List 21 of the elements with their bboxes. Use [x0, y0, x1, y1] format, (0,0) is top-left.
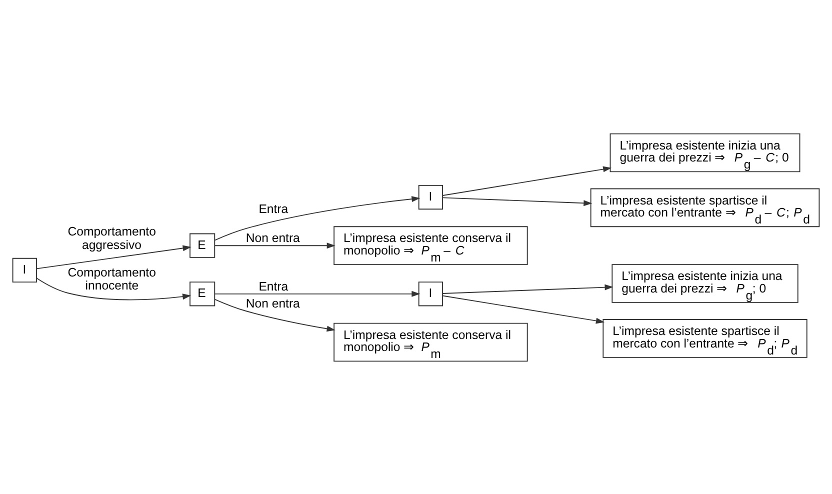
arrow: [442, 284, 614, 294]
edge-label: Non entra: [246, 296, 300, 310]
arrow: [36, 277, 192, 300]
node-box: I: [418, 281, 443, 306]
edge-label: Non entra: [246, 230, 300, 245]
arrow: [36, 244, 192, 269]
arrow: [214, 298, 336, 332]
arrow: [214, 290, 420, 296]
edge-label: Comportamento aggressivo: [68, 224, 156, 252]
node-box: E: [190, 281, 216, 306]
edge-label: Comportamento innocente: [68, 264, 156, 292]
arrow: [214, 196, 420, 240]
node-box: I: [418, 184, 443, 210]
edge-label: Entra: [258, 201, 288, 216]
node-box: E: [190, 232, 216, 258]
arrow: [214, 242, 336, 248]
arrow: [442, 166, 612, 196]
arrow: [442, 196, 592, 206]
node-box: I: [12, 257, 37, 282]
edge-label: Entra: [258, 279, 288, 294]
arrow: [442, 294, 605, 324]
